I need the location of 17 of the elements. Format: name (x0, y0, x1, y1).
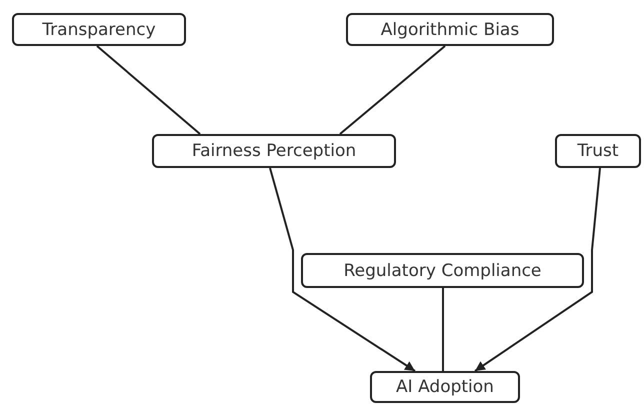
arrow (474, 168, 601, 372)
node-label: Algorithmic Bias (380, 20, 520, 40)
label-box (346, 13, 554, 46)
node-label: Regulatory Compliance (344, 260, 542, 280)
arrow (269, 168, 416, 372)
node-label: Trust (577, 141, 619, 161)
connector-line (442, 288, 444, 371)
connector-line (96, 45, 201, 135)
label-box (370, 371, 520, 403)
label-box (12, 13, 186, 46)
label-box (301, 253, 584, 288)
connector-line (339, 45, 446, 135)
node-label: AI Adoption (396, 377, 494, 397)
node-label: Transparency (42, 20, 156, 40)
label-box (152, 134, 396, 168)
node-label: Fairness Perception (192, 141, 356, 161)
label-box (555, 134, 641, 168)
